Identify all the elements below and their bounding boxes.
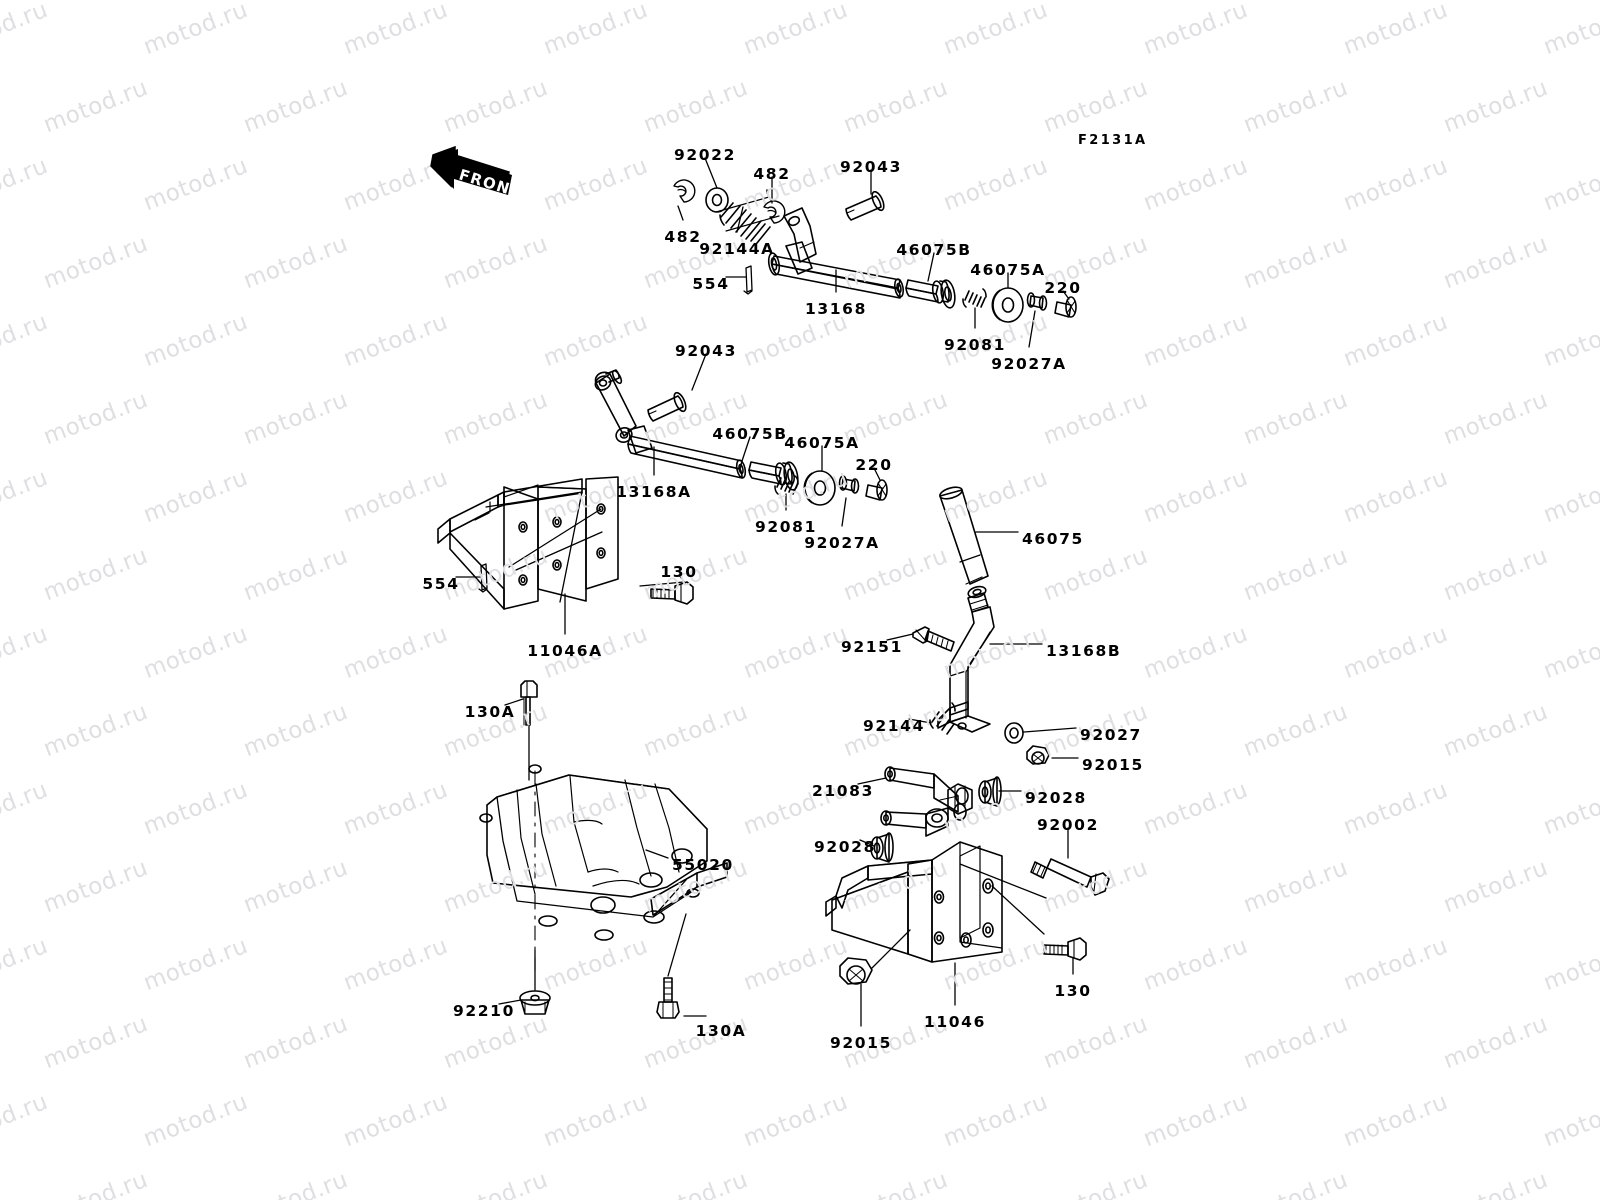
part-13168B-shift-lever [937, 592, 995, 733]
part-92043-pin-top [845, 190, 885, 221]
part-label-130A-2: 130A [695, 1022, 747, 1040]
part-label-92210: 92210 [453, 1002, 515, 1020]
part-130-bolt-mid [650, 581, 694, 605]
part-label-130-2: 130 [1054, 982, 1092, 1000]
part-130-bolt-lower [1043, 937, 1087, 961]
part-46075A-disc-mid [803, 470, 836, 506]
part-label-11046A: 11046A [527, 642, 603, 660]
part-92027A-bushing-top [1026, 292, 1048, 311]
part-label-92027-2: 92027 [1080, 726, 1142, 744]
part-92027A-bushing-mid [838, 475, 860, 494]
diagram-code: F2131A [1078, 133, 1148, 148]
part-label-92022: 92022 [674, 146, 736, 164]
part-label-92043-1: 92043 [840, 158, 902, 176]
part-11046A-bracket [437, 476, 619, 610]
part-label-21083: 21083 [812, 782, 874, 800]
part-13168-shaft [767, 241, 905, 299]
part-label-92027A-2: 92027A [804, 534, 880, 552]
part-label-554-mid: 554 [422, 575, 460, 593]
part-label-482-top: 482 [753, 165, 791, 183]
part-46075-knob [939, 486, 989, 599]
part-label-46075B-1: 46075B [896, 241, 972, 259]
part-46075A-disc-top [991, 287, 1024, 323]
part-label-554-top: 554 [692, 275, 730, 293]
part-220-screw-mid [865, 479, 888, 501]
part-label-92081-2: 92081 [755, 518, 817, 536]
part-92210-nut [519, 990, 551, 1015]
part-92015-nut-lower [839, 957, 873, 985]
part-21083-linkage [880, 766, 973, 837]
part-92015-nut-upper [1026, 745, 1050, 765]
part-label-46075B-2: 46075B [712, 425, 788, 443]
part-label-11046: 11046 [924, 1013, 986, 1031]
part-label-13168A: 13168A [616, 483, 692, 501]
part-label-46075A-2: 46075A [784, 434, 860, 452]
leader-lines [455, 157, 1079, 1027]
marker-554-top [743, 265, 753, 295]
marker-554-mid [478, 563, 488, 593]
part-92028-bushing-lower [870, 832, 894, 863]
part-130A-bolt-top [520, 680, 538, 726]
part-label-92015-1: 92015 [1082, 756, 1144, 774]
part-label-92144A: 92144A [699, 240, 775, 258]
part-label-92081-1: 92081 [944, 336, 1006, 354]
part-label-55020: 55020 [672, 856, 734, 874]
part-220-screw-top [1054, 296, 1077, 318]
part-label-220-2: 220 [855, 456, 893, 474]
part-11046-bracket [825, 841, 1003, 963]
part-482-top-right [763, 200, 786, 224]
part-label-46075A-1: 46075A [970, 261, 1046, 279]
part-label-482-left: 482 [664, 228, 702, 246]
part-label-92002: 92002 [1037, 816, 1099, 834]
part-55020-skid-plate [479, 764, 728, 972]
part-482-top-left [673, 179, 696, 203]
part-label-92043-2: 92043 [675, 342, 737, 360]
part-label-92015-2: 92015 [830, 1034, 892, 1052]
part-label-130A-1: 130A [464, 703, 516, 721]
part-92002-bolt [1030, 858, 1110, 896]
part-label-13168: 13168 [805, 300, 867, 318]
part-label-92151: 92151 [841, 638, 903, 656]
front-direction-marker: FRONT [428, 143, 524, 215]
part-label-92028-1: 92028 [1025, 789, 1087, 807]
part-92043-pin-mid [647, 391, 687, 422]
part-13168-lever-arm [783, 207, 817, 263]
part-92151-bolt [912, 626, 955, 652]
part-label-92028-2: 92028 [814, 838, 876, 856]
part-label-46075: 46075 [1022, 530, 1084, 548]
part-label-92144: 92144 [863, 717, 925, 735]
part-label-13168B: 13168B [1046, 642, 1122, 660]
part-92144-spring-lower [929, 702, 956, 735]
part-label-220-1: 220 [1044, 279, 1082, 297]
part-46075B-rod-top [905, 279, 956, 309]
part-92027-washer [1004, 722, 1024, 744]
part-130A-bolt-bottom [656, 977, 680, 1019]
part-92081-spring-top [962, 288, 987, 308]
part-92081-spring-mid [774, 475, 799, 495]
part-13168A-lever-arm [594, 369, 637, 443]
part-label-92027A-1: 92027A [991, 355, 1067, 373]
front-arrow-icon: FRONT [430, 145, 524, 202]
part-label-130-1: 130 [660, 563, 698, 581]
